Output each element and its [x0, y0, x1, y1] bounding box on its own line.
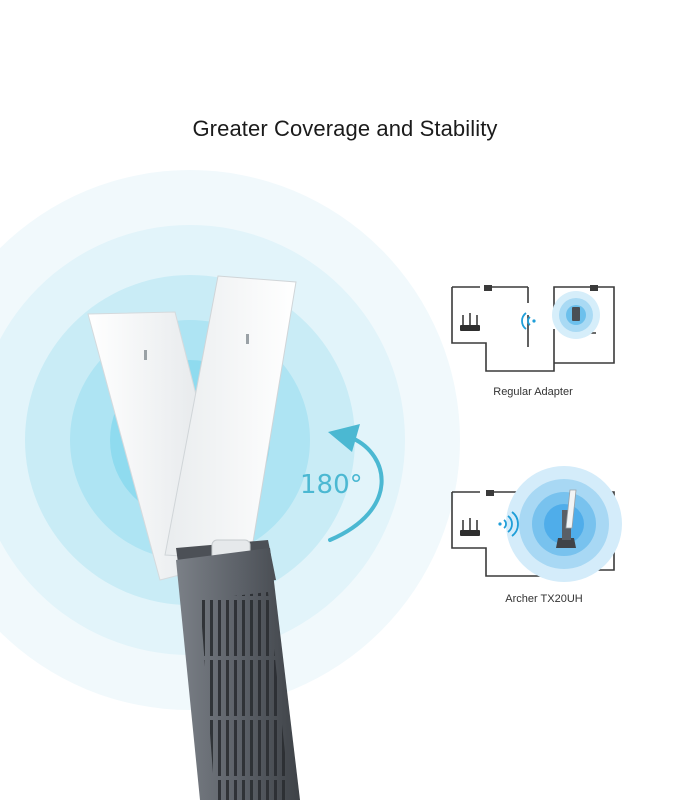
router-icon: [460, 313, 480, 331]
rotate-arrow-icon: [328, 424, 384, 542]
rotation-angle-label: 180°: [300, 470, 363, 500]
router-icon: [460, 518, 480, 536]
wifi-signal-icon: [498, 511, 519, 537]
archer-adapter-diagram: [451, 466, 622, 582]
usb-adapter-icon: [556, 489, 577, 548]
usb-adapter-icon: [572, 307, 580, 321]
adapter-body: [176, 548, 300, 800]
page-title: Greater Coverage and Stability: [192, 116, 498, 141]
archer-adapter-caption: Archer TX20UH: [505, 593, 583, 605]
regular-adapter-diagram: [451, 285, 615, 372]
wifi-signal-icon: [521, 312, 536, 330]
regular-adapter-caption: Regular Adapter: [493, 386, 573, 398]
